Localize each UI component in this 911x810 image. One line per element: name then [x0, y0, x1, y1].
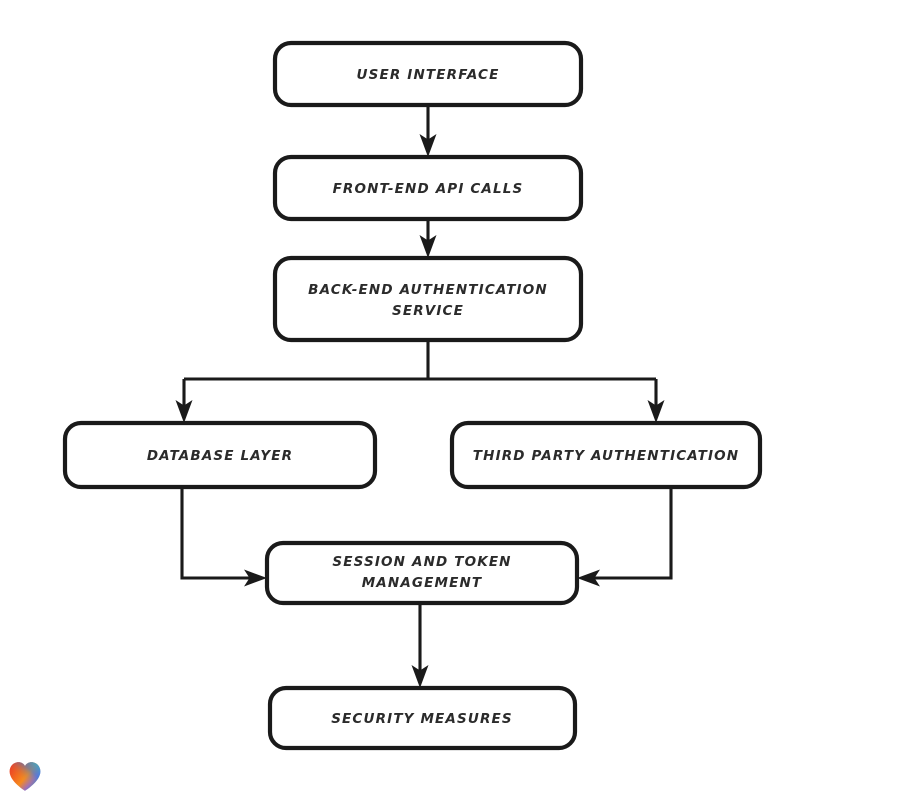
node-third-party-auth[interactable]: THIRD PARTY AUTHENTICATION [449, 420, 763, 490]
node-box-database-layer[interactable] [62, 420, 378, 490]
node-backend-auth-service[interactable]: BACK-END AUTHENTICATION SERVICE [272, 255, 584, 343]
edge-third-to-session [577, 487, 673, 587]
node-session-token-mgmt[interactable]: SESSION AND TOKEN MANAGEMENT [264, 540, 580, 606]
node-box-backend-auth-service[interactable] [272, 255, 584, 343]
edge-api-to-backend [419, 219, 437, 258]
heart-icon [9, 762, 41, 791]
node-box-session-token-mgmt[interactable] [264, 540, 580, 606]
edge-ui-to-api [419, 105, 437, 157]
node-label-third-party-auth: THIRD PARTY AUTHENTICATION [473, 448, 739, 464]
heart-shape-overlay [9, 762, 41, 791]
node-label-session-token-mgmt-line2: MANAGEMENT [362, 575, 483, 591]
node-label-backend-auth-service-line1: BACK-END AUTHENTICATION [308, 282, 548, 298]
node-box-frontend-api-calls[interactable] [272, 154, 584, 222]
node-user-interface[interactable]: USER INTERFACE [272, 40, 584, 108]
edge-backend-to-third [647, 379, 665, 423]
edge-session-to-sec [411, 603, 429, 688]
node-label-security-measures: SECURITY MEASURES [331, 711, 513, 727]
node-box-security-measures[interactable] [267, 685, 578, 751]
node-label-database-layer: DATABASE LAYER [147, 448, 293, 464]
node-database-layer[interactable]: DATABASE LAYER [62, 420, 378, 490]
edge-db-to-session [180, 487, 267, 587]
node-label-session-token-mgmt-line1: SESSION AND TOKEN [332, 554, 511, 570]
node-label-backend-auth-service-line2: SERVICE [392, 303, 464, 319]
edge-backend-to-db [175, 379, 193, 423]
node-label-frontend-api-calls: FRONT-END API CALLS [333, 181, 524, 197]
node-label-user-interface: USER INTERFACE [357, 67, 500, 83]
node-box-user-interface[interactable] [272, 40, 584, 108]
edge-backend-fork-trunk [184, 340, 656, 381]
node-frontend-api-calls[interactable]: FRONT-END API CALLS [272, 154, 584, 222]
node-security-measures[interactable]: SECURITY MEASURES [267, 685, 578, 751]
node-box-third-party-auth[interactable] [449, 420, 763, 490]
